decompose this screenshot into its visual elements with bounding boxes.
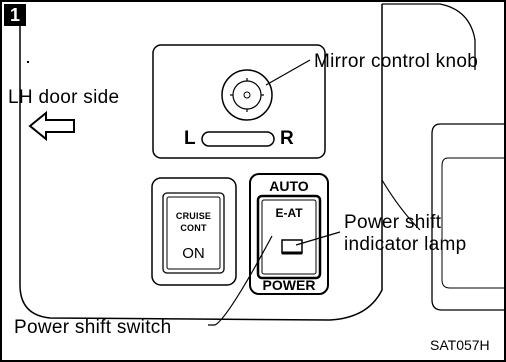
power-switch-button <box>256 194 322 280</box>
cruise-switch-state: ON <box>182 245 205 262</box>
mirror-control-housing <box>152 44 326 159</box>
power-shift-switch-label: Power shift switch <box>14 317 172 338</box>
mirror-selector-right: R <box>280 128 294 149</box>
power-switch-mode: E-AT <box>275 206 303 220</box>
indicator-lamp <box>281 239 303 254</box>
power-switch-power: POWER <box>262 277 316 293</box>
mirror-selector-left: L <box>184 128 196 149</box>
door-panel-right-curve <box>381 179 421 231</box>
power-shift-indicator-label-line1: Power shift <box>344 212 442 233</box>
mirror-control-knob-label: Mirror control knob <box>314 51 479 72</box>
side-panel-inner <box>441 157 505 289</box>
mirror-knob-hole <box>243 91 251 99</box>
reference-code: SAT057H <box>430 337 490 353</box>
cruise-switch-inner <box>162 192 225 274</box>
side-panel-outline <box>431 123 505 311</box>
cruise-switch-button <box>166 196 221 270</box>
leader-mirror-knob <box>265 59 311 86</box>
left-arrow-icon <box>28 110 75 142</box>
door-panel-outline <box>19 4 383 321</box>
leader-indicator-lamp <box>295 231 341 246</box>
mirror-selector-slot <box>201 131 275 147</box>
cruise-switch-bezel <box>151 177 237 286</box>
power-switch-button-inner <box>261 199 317 275</box>
leader-power-switch <box>208 235 273 326</box>
cruise-switch-line2: CONT <box>180 223 207 233</box>
figure-number-badge: 1 <box>4 4 26 26</box>
door-panel-upper-edge <box>382 3 476 70</box>
mirror-control-knob <box>221 69 273 121</box>
power-switch-bezel <box>249 173 329 295</box>
power-shift-indicator-label-line2: indicator lamp <box>344 234 467 255</box>
cruise-switch-line1: CRUISE <box>175 211 212 221</box>
lh-door-side-label: LH door side <box>8 87 120 108</box>
power-switch-auto: AUTO <box>269 178 309 194</box>
